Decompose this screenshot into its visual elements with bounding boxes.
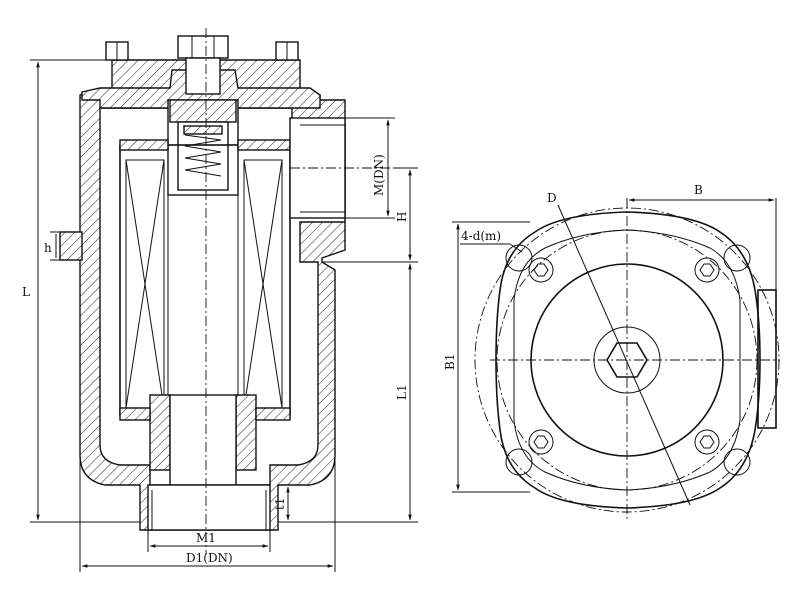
dim-D1-DN: D1(DN) bbox=[186, 551, 233, 565]
section-view bbox=[59, 28, 410, 555]
dim-M1: M1 bbox=[196, 531, 216, 545]
dim-h: h bbox=[44, 241, 52, 255]
valve-spring bbox=[184, 134, 222, 177]
bolt-hole-br bbox=[694, 429, 751, 476]
left-dimensions: L h M(DN) H L1 t1 M1 D1(DN) bbox=[22, 59, 418, 572]
dim-t1: t1 bbox=[273, 498, 287, 510]
hex-plug bbox=[177, 35, 229, 59]
diameter-line bbox=[557, 204, 691, 506]
bolt-hole-tr bbox=[694, 244, 751, 283]
dim-L1: L1 bbox=[395, 384, 409, 400]
dim-B: B bbox=[694, 183, 703, 197]
side-lug bbox=[59, 231, 83, 261]
inlet-boss bbox=[757, 289, 777, 429]
dim-L: L bbox=[22, 285, 30, 299]
dim-H: H bbox=[395, 212, 409, 222]
dim-D: D bbox=[547, 191, 557, 205]
bolt-hole-tl bbox=[505, 244, 554, 283]
top-view bbox=[474, 198, 780, 522]
dim-bolt-holes: 4-d(m) bbox=[461, 229, 501, 243]
right-dimensions: B D 4-d(m) B1 bbox=[443, 183, 777, 493]
dim-B1: B1 bbox=[443, 354, 457, 370]
dim-M-DN: M(DN) bbox=[372, 154, 386, 196]
outlet-thread bbox=[147, 484, 271, 531]
bolt-hole-bl bbox=[505, 429, 554, 476]
